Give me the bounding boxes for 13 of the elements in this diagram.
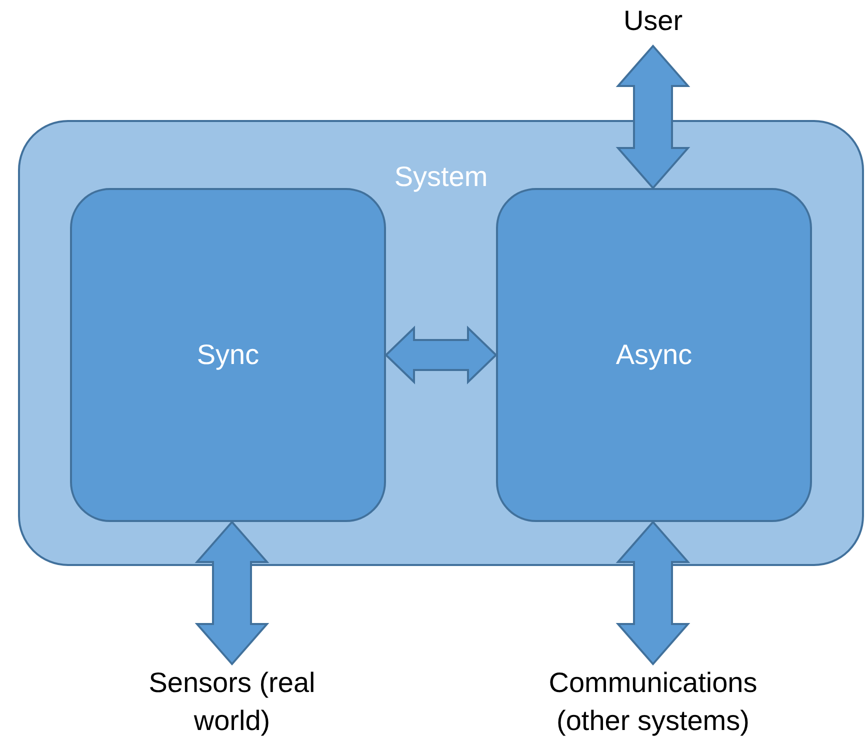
double-block-arrow: [384, 326, 498, 384]
container-title: System: [393, 160, 489, 194]
endpoint-label: Sensors (real world): [148, 666, 316, 738]
module-box: [496, 188, 812, 522]
double-block-arrow: [194, 520, 270, 666]
endpoint-label: User: [623, 4, 683, 38]
module-box: [70, 188, 386, 522]
module-label: Async: [616, 338, 692, 372]
module-label: Sync: [196, 338, 260, 372]
endpoint-label: Communications (other systems): [548, 666, 758, 738]
double-block-arrow: [616, 44, 690, 190]
system-container: [18, 120, 864, 566]
double-block-arrow: [616, 520, 690, 666]
